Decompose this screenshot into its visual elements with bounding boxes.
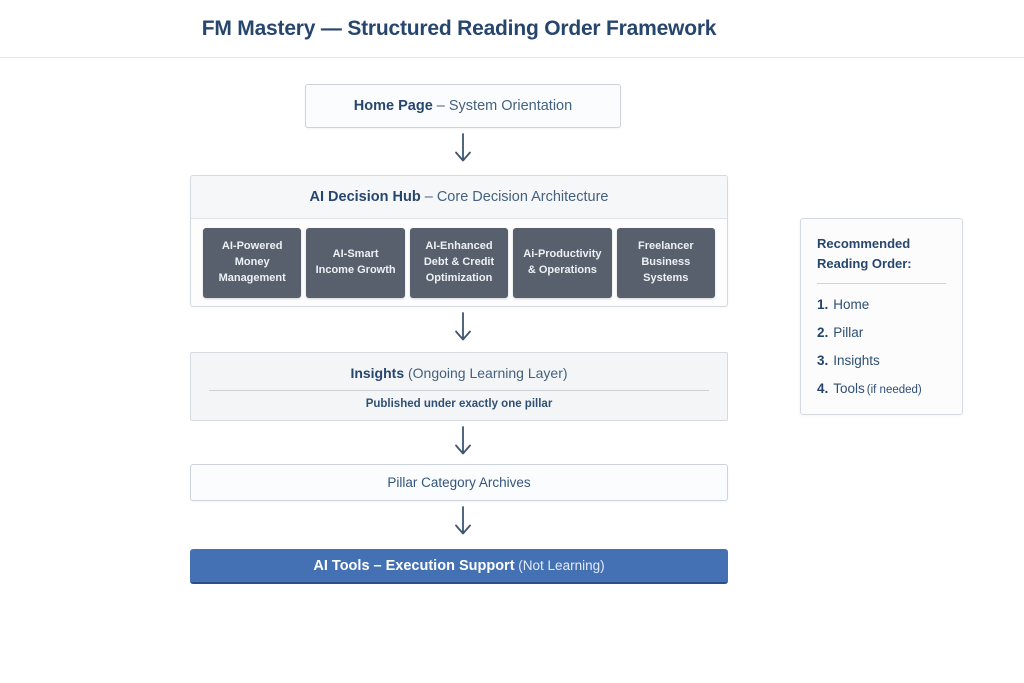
item-label: Insights <box>833 353 880 369</box>
home-page-label-bold: Home Page <box>353 98 433 114</box>
home-page-label-rest: – System Orientation <box>432 98 573 114</box>
pillar-card-productivity: Ai-Productivity & Operations <box>513 228 612 298</box>
decision-hub-header: AI Decision Hub – Core Decision Architec… <box>191 176 727 219</box>
pillar-card-money-management: AI-Powered Money Management <box>202 228 302 298</box>
insights-node: Insights (Ongoing Learning Layer) Publis… <box>190 352 728 421</box>
insights-divider <box>209 390 709 391</box>
item-label: Pillar <box>833 325 864 341</box>
archives-node: Pillar Category Archives <box>190 464 728 501</box>
item-number: 2. <box>817 325 829 341</box>
reading-order-divider <box>817 283 946 285</box>
insights-label-bold: Insights <box>350 365 405 381</box>
down-arrow-icon <box>455 312 471 341</box>
pillar-card-income-growth: AI-Smart Income Growth <box>306 228 405 298</box>
decision-hub-node: AI Decision Hub – Core Decision Architec… <box>190 175 728 307</box>
pillar-card-freelancer: Freelancer Business Systems <box>616 228 716 298</box>
down-arrow-icon <box>455 506 471 535</box>
decision-hub-label-bold: AI Decision Hub <box>309 189 421 205</box>
down-arrow-icon <box>455 426 471 455</box>
home-page-node: Home Page – System Orientation <box>305 84 621 128</box>
pillar-card-debt-credit: AI-Enhanced Debt & Credit Optimization <box>409 228 509 298</box>
down-arrow-icon <box>455 133 471 162</box>
insights-label-rest: (Ongoing Learning Layer) <box>404 365 568 381</box>
decision-hub-label-rest: – Core Decision Architecture <box>420 189 609 205</box>
reading-order-title: Recommended Reading Order: <box>817 236 912 272</box>
reading-order-item-tools: 4.Tools(if needed) <box>817 381 946 396</box>
item-number: 1. <box>817 297 829 313</box>
pillar-row: AI-Powered Money Management AI-Smart Inc… <box>191 219 727 307</box>
ai-tools-node: AI Tools – Execution Support (Not Learni… <box>190 549 728 584</box>
reading-order-item-pillar: 2.Pillar <box>817 325 946 340</box>
reading-order-panel: Recommended Reading Order: 1.Home 2.Pill… <box>800 218 963 415</box>
item-number: 3. <box>817 353 829 369</box>
header-divider <box>0 57 1024 58</box>
item-label: Home <box>833 297 870 313</box>
insights-title: Insights (Ongoing Learning Layer) <box>191 365 727 381</box>
ai-tools-label-bold: AI Tools – Execution Support <box>313 557 515 574</box>
item-number: 4. <box>817 381 829 397</box>
page-title: FM Mastery — Structured Reading Order Fr… <box>201 17 717 40</box>
ai-tools-label-rest: (Not Learning) <box>514 558 605 573</box>
reading-order-item-home: 1.Home <box>817 297 946 312</box>
insights-note: Published under exactly one pillar <box>365 398 553 410</box>
reading-order-item-insights: 3.Insights <box>817 353 946 368</box>
item-label: Tools <box>833 381 865 397</box>
item-note: (if needed) <box>866 384 922 397</box>
